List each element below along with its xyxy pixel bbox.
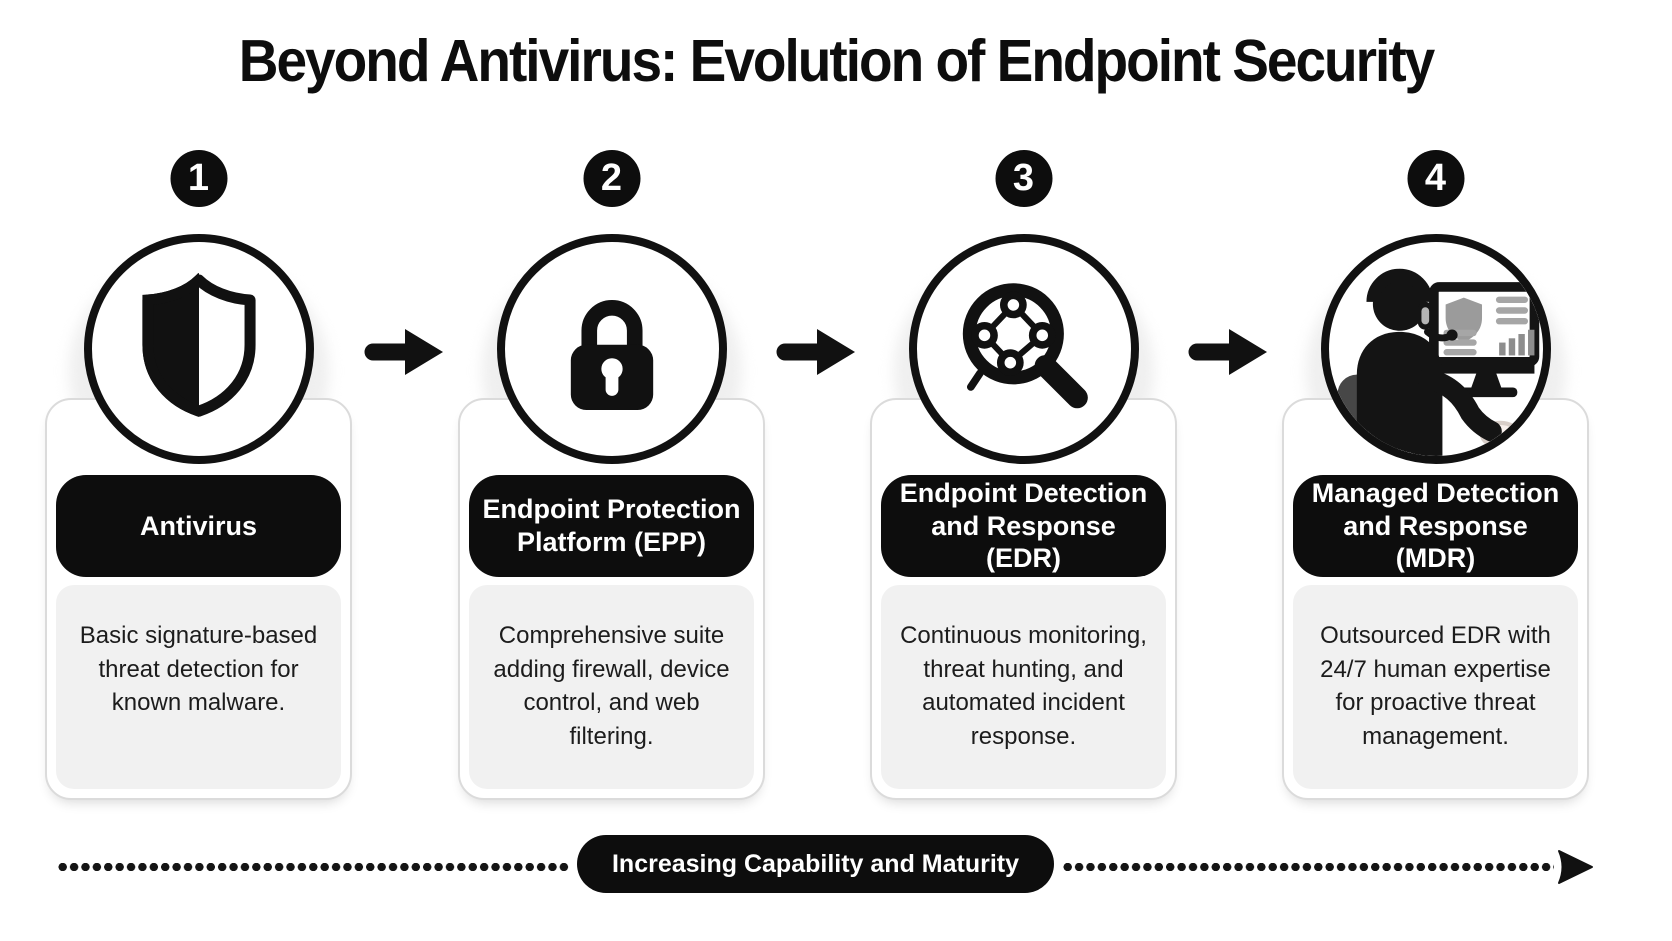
stage-antivirus: 1 Antivirus Basic signature-based threat… [45,0,352,830]
stage-description: Basic signature-based threat detection f… [56,585,341,789]
timeline-arrowhead-icon [1558,850,1593,884]
timeline-dotted-line-left [57,863,569,871]
stage-mdr: 4 [1282,0,1589,830]
stage-card: Antivirus Basic signature-based threat d… [45,398,352,800]
shield-icon [83,234,314,464]
stage-number-badge: 1 [170,150,227,207]
padlock-icon [496,234,727,464]
timeline-label-pill: Increasing Capability and Maturity [577,835,1054,893]
flow-arrow-icon [776,329,855,375]
timeline-dotted-line-right [1062,863,1554,871]
flow-arrow-icon [1188,329,1267,375]
stage-number-badge: 3 [995,150,1052,207]
stage-title-pill: Endpoint Protection Platform (EPP) [469,475,754,577]
stage-description: Continuous monitoring, threat hunting, a… [881,585,1166,789]
stage-number-badge: 2 [583,150,640,207]
magnifier-network-icon [908,234,1139,464]
stage-card: Endpoint Detection and Response (EDR) Co… [870,398,1177,800]
stage-title-pill: Endpoint Detection and Response (EDR) [881,475,1166,577]
flow-arrow-icon [364,329,443,375]
stage-description: Outsourced EDR with 24/7 human expertise… [1293,585,1578,789]
stage-title-pill: Antivirus [56,475,341,577]
page-title: Beyond Antivirus: Evolution of Endpoint … [238,27,1436,95]
stage-card: Managed Detection and Response (MDR) Out… [1282,398,1589,800]
stage-description: Comprehensive suite adding firewall, dev… [469,585,754,789]
analyst-workstation-icon [1320,234,1551,464]
stage-edr: 3 Endpoint Detection and Response (EDR) … [870,0,1177,830]
stage-title-pill: Managed Detection and Response (MDR) [1293,475,1578,577]
stage-epp: 2 Endpoint Protection Platform (EPP) Com… [458,0,765,830]
stage-number-badge: 4 [1407,150,1464,207]
